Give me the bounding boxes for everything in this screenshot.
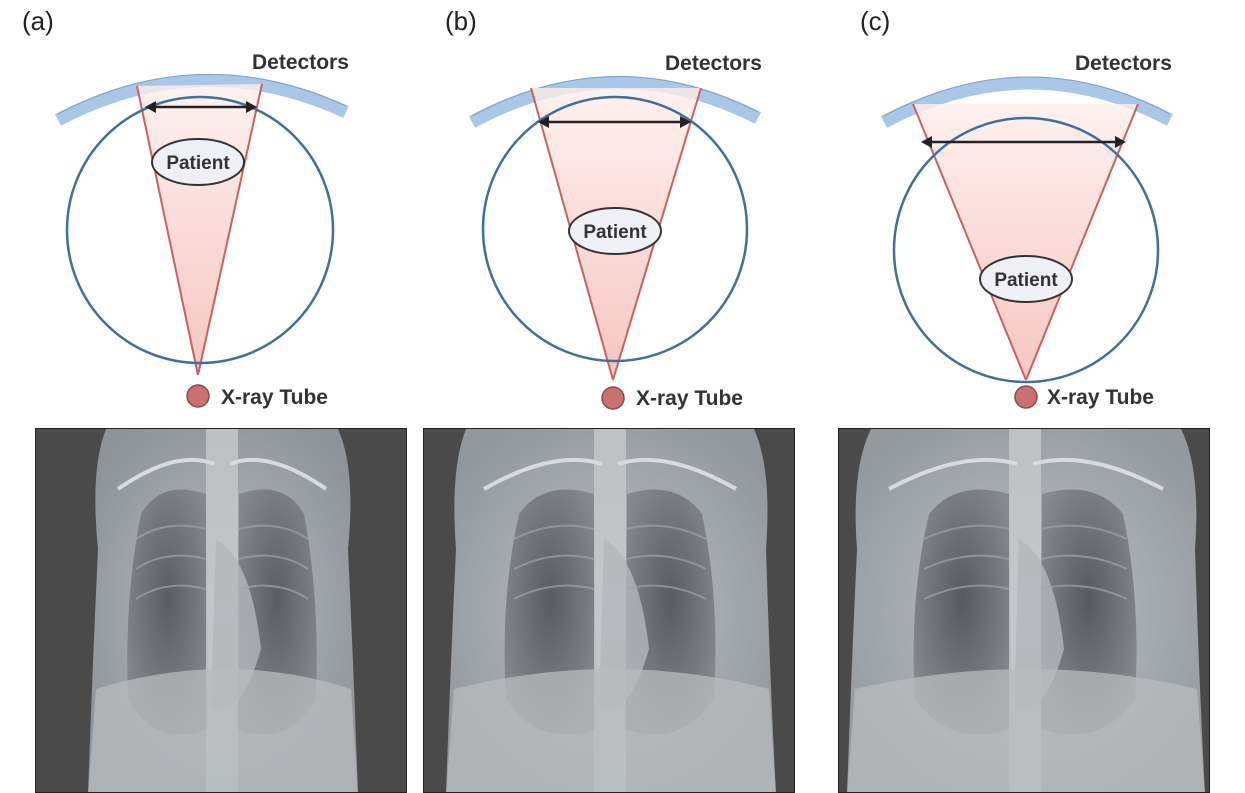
detectors-label: Detectors — [1075, 52, 1172, 75]
x-ray-tube-icon — [187, 385, 209, 407]
geometry-diagram: Patient Detectors X-ray Tube — [830, 0, 1245, 420]
geometry-diagram: Patient Detectors X-ray Tube — [0, 0, 415, 420]
patient-label: Patient — [583, 222, 647, 243]
detectors-label: Detectors — [665, 52, 762, 75]
geometry-diagram: Patient Detectors X-ray Tube — [415, 0, 830, 420]
panel-a: (a) Patient Detectors X-ray Tube — [0, 0, 415, 793]
xray-image — [838, 428, 1210, 793]
tube-label: X-ray Tube — [221, 386, 328, 409]
x-ray-beam — [137, 84, 262, 375]
tube-label: X-ray Tube — [636, 387, 743, 410]
x-ray-tube-icon — [602, 387, 624, 409]
x-ray-tube-icon — [1015, 386, 1037, 408]
patient-label: Patient — [166, 153, 230, 174]
panel-c: (c) Patient Detectors X-ray Tube — [830, 0, 1245, 793]
tube-label: X-ray Tube — [1047, 386, 1154, 409]
xray-image — [35, 428, 407, 793]
xray-image — [423, 428, 795, 793]
panel-b: (b) Patient Detectors X-ray Tube — [415, 0, 830, 793]
detectors-label: Detectors — [252, 51, 349, 74]
patient-label: Patient — [994, 270, 1058, 291]
